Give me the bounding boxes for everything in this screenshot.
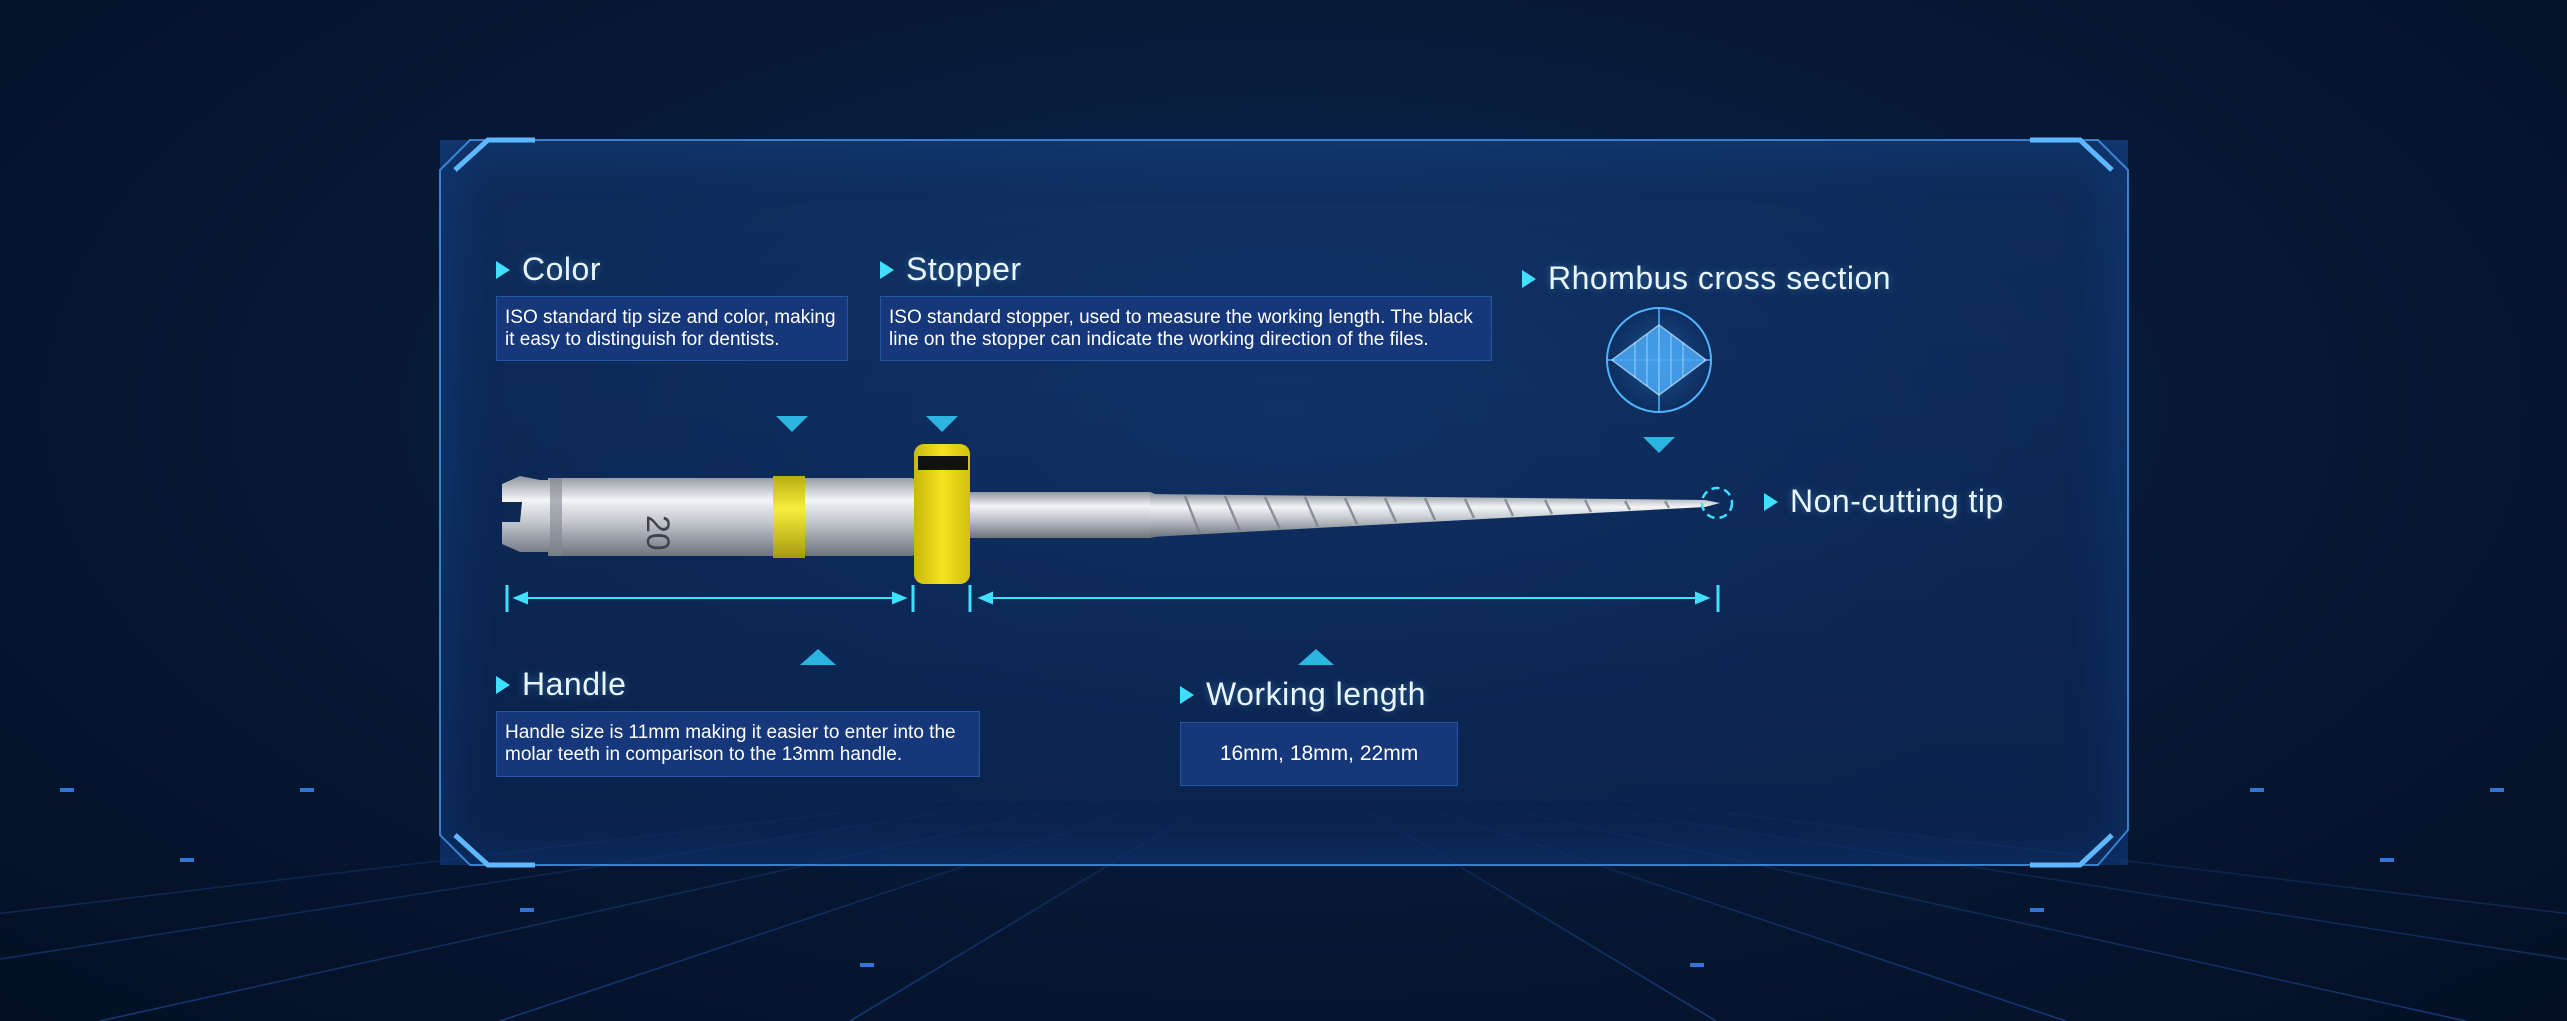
triangle-marker-icon: [496, 675, 510, 694]
triangle-marker-icon: [1522, 269, 1536, 288]
handle-description: Handle size is 11mm making it easier to …: [496, 711, 980, 777]
chevron-marker-icon: [1643, 437, 1675, 453]
color-description: ISO standard tip size and color, making …: [496, 296, 848, 361]
triangle-marker-icon: [1180, 685, 1194, 704]
chevron-marker-icon: [800, 649, 836, 665]
rhombus-heading: Rhombus cross section: [1522, 260, 1891, 297]
handle-title: Handle: [522, 666, 627, 702]
stopper-title: Stopper: [906, 251, 1022, 287]
tip-heading: Non-cutting tip: [1764, 483, 2004, 520]
triangle-marker-icon: [1764, 492, 1778, 511]
handle-engraving: 20: [640, 515, 676, 551]
tip-highlight-icon: [1700, 486, 1734, 520]
chevron-marker-icon: [1298, 649, 1334, 665]
file-shank: [970, 492, 1170, 538]
file-flutes: [1183, 495, 1671, 535]
color-title: Color: [522, 251, 601, 287]
working-length-heading: Working length: [1180, 676, 1426, 713]
working-length-value: 16mm, 18mm, 22mm: [1180, 722, 1458, 786]
chevron-marker-icon: [776, 416, 808, 432]
color-heading: Color: [496, 251, 601, 288]
working-length-title: Working length: [1206, 676, 1426, 712]
dimension-arrow-icon: [505, 585, 1720, 612]
file-handle: 20: [502, 476, 918, 556]
file-working-part: [1150, 494, 1720, 537]
stopper-description: ISO standard stopper, used to measure th…: [880, 296, 1492, 361]
chevron-marker-icon: [926, 416, 958, 432]
handle-heading: Handle: [496, 666, 626, 703]
triangle-marker-icon: [496, 260, 510, 279]
stopper-heading: Stopper: [880, 251, 1022, 288]
color-band: [773, 476, 805, 558]
triangle-marker-icon: [880, 260, 894, 279]
rhombus-cross-section-icon: [1606, 307, 1712, 413]
tip-title: Non-cutting tip: [1790, 483, 2004, 519]
file-stopper: [914, 444, 970, 584]
rhombus-title: Rhombus cross section: [1548, 260, 1892, 296]
